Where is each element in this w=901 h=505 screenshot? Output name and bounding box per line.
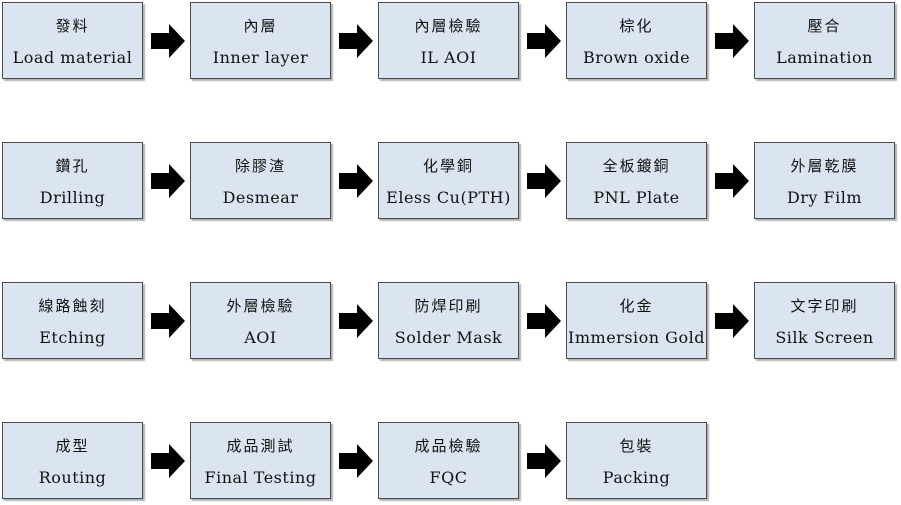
step-etching: 線路蝕刻 Etching (2, 282, 143, 359)
step-aoi: 外層檢驗 AOI (190, 282, 331, 359)
step-label-zh: 線路蝕刻 (38, 297, 107, 315)
step-label-zh: 成品檢驗 (414, 437, 483, 455)
step-label-zh: 文字印刷 (790, 297, 859, 315)
step-label-en: Eless Cu(PTH) (386, 188, 511, 207)
step-label-zh: 鑽孔 (55, 157, 90, 175)
step-label-zh: 全板鍍銅 (602, 157, 671, 175)
step-label-en: Silk Screen (775, 328, 874, 347)
step-label-zh: 外層乾膜 (790, 157, 859, 175)
arrow-right-icon (339, 444, 373, 478)
arrow-right-icon (715, 304, 749, 338)
step-label-zh: 化金 (619, 297, 654, 315)
step-desmear: 除膠渣 Desmear (190, 142, 331, 219)
step-label-zh: 成品測試 (226, 437, 295, 455)
arrow-right-icon (151, 24, 185, 58)
step-label-zh: 成型 (55, 437, 90, 455)
step-label-zh: 內層 (243, 17, 278, 35)
step-label-en: IL AOI (420, 48, 477, 67)
step-label-en: Routing (38, 468, 107, 487)
step-load-material: 發料 Load material (2, 2, 143, 79)
step-label-en: Final Testing (204, 468, 317, 487)
step-label-en: AOI (244, 328, 277, 347)
arrow-right-icon (151, 164, 185, 198)
step-il-aoi: 內層檢驗 IL AOI (378, 2, 519, 79)
step-eless-cu: 化學銅 Eless Cu(PTH) (378, 142, 519, 219)
step-label-en: FQC (429, 468, 468, 487)
step-packing: 包裝 Packing (566, 422, 707, 499)
step-label-en: Desmear (222, 188, 299, 207)
step-label-en: Etching (39, 328, 106, 347)
step-label-zh: 外層檢驗 (226, 297, 295, 315)
step-inner-layer: 內層 Inner layer (190, 2, 331, 79)
step-lamination: 壓合 Lamination (754, 2, 895, 79)
step-label-en: Inner layer (212, 48, 309, 67)
step-label-en: Immersion Gold (568, 328, 705, 347)
step-label-zh: 壓合 (807, 17, 842, 35)
step-drilling: 鑽孔 Drilling (2, 142, 143, 219)
step-label-zh: 防焊印刷 (414, 297, 483, 315)
arrow-right-icon (527, 24, 561, 58)
step-label-en: Brown oxide (582, 48, 691, 67)
step-label-zh: 棕化 (619, 17, 654, 35)
step-final-testing: 成品測試 Final Testing (190, 422, 331, 499)
step-label-en: Lamination (776, 48, 873, 67)
step-label-en: PNL Plate (593, 188, 680, 207)
step-silk-screen: 文字印刷 Silk Screen (754, 282, 895, 359)
step-label-zh: 包裝 (619, 437, 654, 455)
step-label-en: Dry Film (786, 188, 863, 207)
arrow-right-icon (151, 444, 185, 478)
step-immersion-gold: 化金 Immersion Gold (566, 282, 707, 359)
step-label-en: Load material (12, 48, 133, 67)
step-label-en: Drilling (39, 188, 106, 207)
arrow-right-icon (715, 164, 749, 198)
step-pnl-plate: 全板鍍銅 PNL Plate (566, 142, 707, 219)
step-label-zh: 內層檢驗 (414, 17, 483, 35)
step-label-zh: 發料 (55, 17, 90, 35)
arrow-right-icon (527, 304, 561, 338)
arrow-right-icon (339, 164, 373, 198)
step-fqc: 成品檢驗 FQC (378, 422, 519, 499)
step-label-zh: 除膠渣 (234, 157, 286, 175)
step-label-en: Solder Mask (394, 328, 503, 347)
step-solder-mask: 防焊印刷 Solder Mask (378, 282, 519, 359)
step-brown-oxide: 棕化 Brown oxide (566, 2, 707, 79)
step-dry-film: 外層乾膜 Dry Film (754, 142, 895, 219)
arrow-right-icon (339, 24, 373, 58)
arrow-right-icon (151, 304, 185, 338)
arrow-right-icon (339, 304, 373, 338)
step-routing: 成型 Routing (2, 422, 143, 499)
step-label-zh: 化學銅 (422, 157, 474, 175)
arrow-right-icon (527, 164, 561, 198)
arrow-right-icon (527, 444, 561, 478)
step-label-en: Packing (602, 468, 671, 487)
arrow-right-icon (715, 24, 749, 58)
